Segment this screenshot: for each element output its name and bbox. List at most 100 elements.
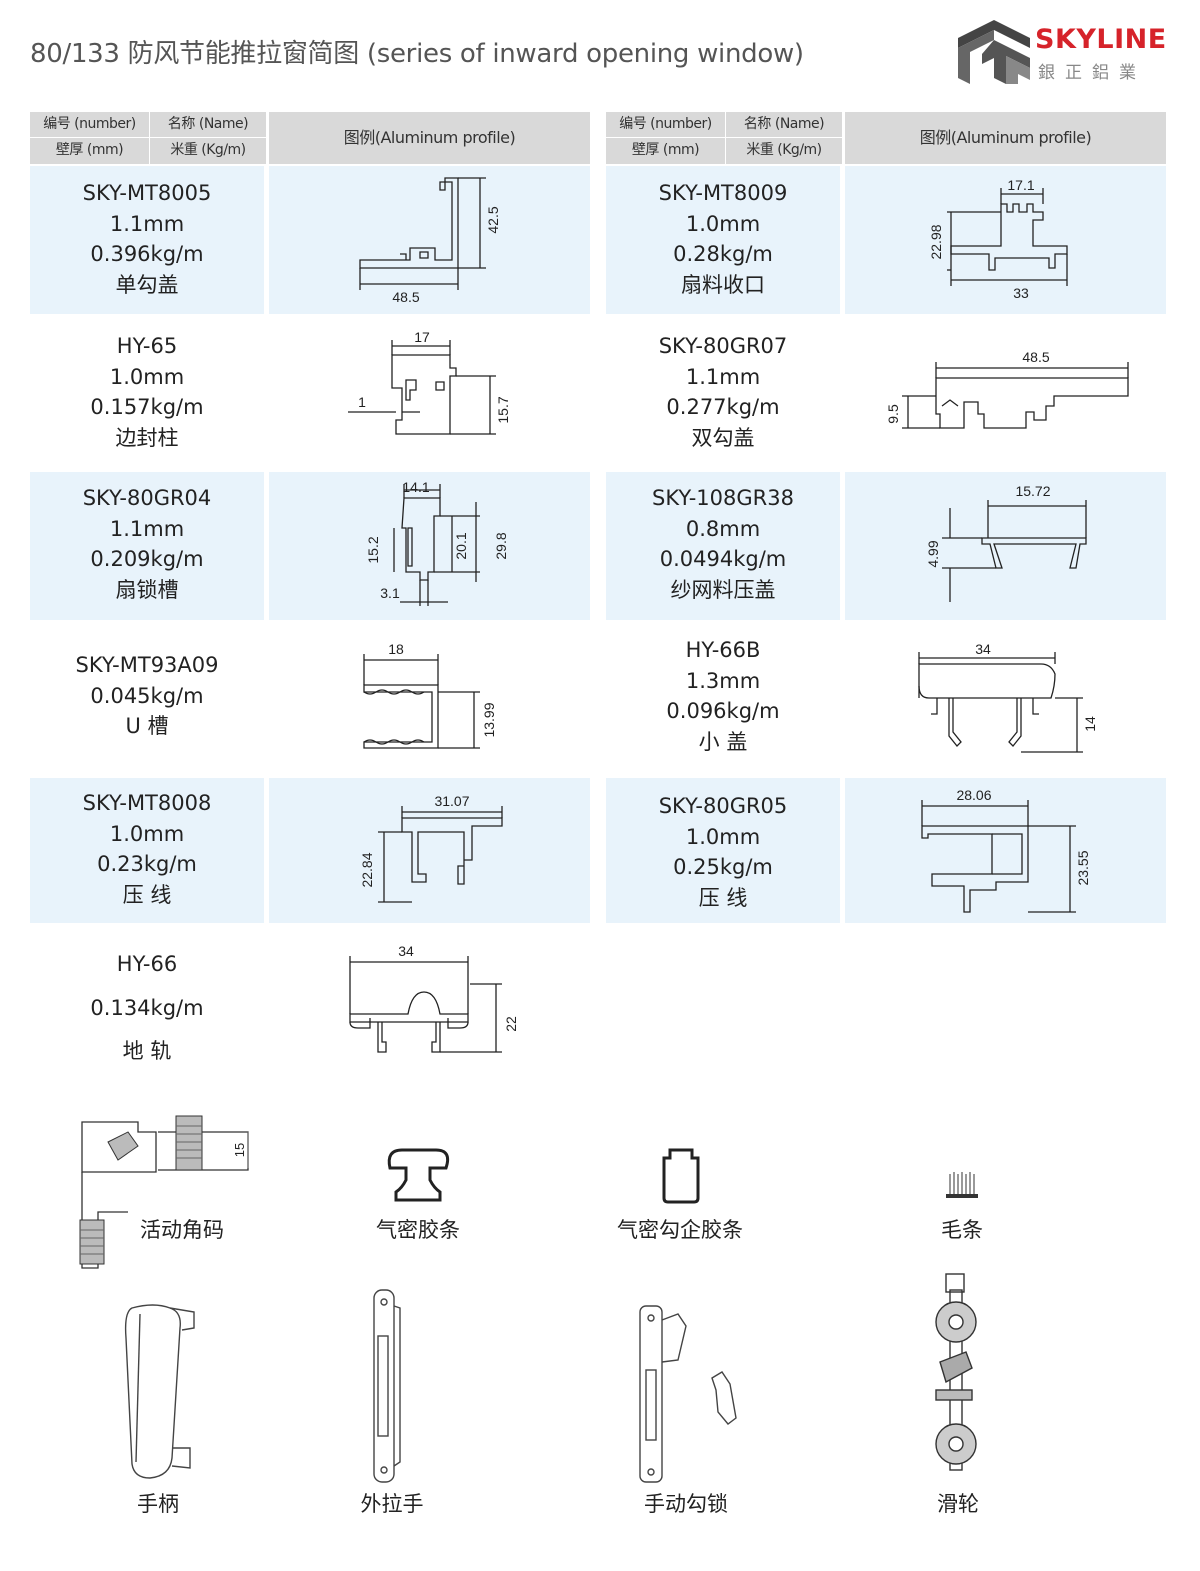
dim-label: 14.1: [402, 479, 429, 495]
dim-label: 22.84: [359, 852, 375, 887]
profile-drawing-sky-mt93a09: 18 13.99: [340, 640, 520, 758]
dim-label: 15: [232, 1143, 247, 1157]
spec-name: 纱网料压盖: [670, 577, 776, 602]
spec-weight: 0.25kg/m: [673, 855, 773, 879]
accessory-label: 气密勾企胶条: [617, 1218, 743, 1242]
brand-logo: SKYLINE 銀正鋁業: [958, 18, 1178, 88]
dim-label: 15.2: [365, 536, 381, 563]
spec-code: SKY-MT8005: [82, 181, 212, 205]
logo-subtitle: 銀正鋁業: [1038, 63, 1146, 83]
spec-weight: 0.134kg/m: [90, 995, 204, 1020]
accessory-label: 手动勾锁: [644, 1492, 728, 1516]
profile-drawing-sky-80gr05: 28.06 23.55: [910, 782, 1100, 918]
profile-drawing-sky-mt8005: 42.5 48.5: [340, 168, 520, 310]
spec-thickness: 1.3mm: [685, 668, 761, 693]
dim-label: 15.7: [495, 396, 511, 423]
dim-label: 20.1: [453, 532, 469, 559]
header-name: 名称 (Name): [150, 112, 266, 137]
spec-hy-65: HY-65 1.0mm 0.157kg/m 边封柱: [30, 331, 264, 453]
spec-hy-66: HY-66 0.134kg/m 地 轨: [30, 943, 264, 1074]
spec-thickness: 1.1mm: [109, 211, 185, 236]
spec-name: 压 线: [698, 885, 748, 910]
spec-code: SKY-80GR04: [82, 486, 212, 510]
dim-label: 17: [414, 330, 430, 345]
header-thickness: 壁厚 (mm): [606, 138, 725, 164]
dim-label: 29.8: [493, 532, 509, 559]
accessory-label: 活动角码: [140, 1218, 224, 1242]
hook-seal-strip-icon: [658, 1146, 704, 1204]
dim-label: 31.07: [434, 793, 469, 809]
spec-name: 单勾盖: [115, 272, 179, 297]
header-weight: 米重 (Kg/m): [726, 138, 842, 164]
dim-label: 18: [388, 641, 404, 657]
spec-sky-80gr07: SKY-80GR07 1.1mm 0.277kg/m 双勾盖: [606, 331, 840, 453]
row-band: [269, 472, 590, 620]
spec-thickness: 1.1mm: [109, 516, 185, 541]
page-title: 80/133 防风节能推拉窗简图 (series of inward openi…: [30, 39, 804, 69]
row-band: [606, 778, 840, 923]
spec-code: HY-66: [116, 952, 178, 976]
dim-label: 28.06: [956, 787, 991, 803]
spec-hy-66b: HY-66B 1.3mm 0.096kg/m 小 盖: [606, 635, 840, 757]
spec-sky-mt8008: SKY-MT8008 1.0mm 0.23kg/m 压 线: [30, 788, 264, 910]
profile-drawing-sky-80gr07: 48.5 9.5: [880, 340, 1140, 440]
spec-name: U 槽: [125, 714, 169, 738]
spec-name: 地 轨: [122, 1039, 172, 1063]
spec-thickness: 1.0mm: [109, 364, 185, 389]
spec-weight: 0.28kg/m: [673, 242, 773, 266]
spec-thickness: 1.0mm: [109, 821, 185, 846]
profile-drawing-sky-mt8008: 31.07 22.84: [350, 790, 530, 916]
spec-thickness: 1.0mm: [685, 824, 761, 849]
dim-label: 4.99: [925, 540, 941, 567]
spec-weight: 0.396kg/m: [90, 242, 204, 266]
spec-thickness: 0.8mm: [685, 516, 761, 541]
corner-connector-icon: 15: [68, 1112, 258, 1272]
row-band: [30, 778, 264, 923]
profile-drawing-hy-66: 34 22: [340, 940, 530, 1064]
row-band: [269, 166, 590, 314]
seal-strip-icon: [380, 1144, 456, 1206]
profile-drawing-sky-108gr38: 15.72 4.99: [920, 478, 1100, 608]
spec-sky-mt8005: SKY-MT8005 1.1mm 0.396kg/m 单勾盖: [30, 178, 264, 300]
spec-code: SKY-80GR05: [658, 794, 788, 818]
table-header-left: 编号 (number) 名称 (Name) 壁厚 (mm) 米重 (Kg/m) …: [30, 112, 590, 164]
spec-name: 边封柱: [115, 425, 179, 450]
header-profile: 图例(Aluminum profile): [845, 112, 1166, 164]
spec-name: 小 盖: [698, 729, 748, 754]
header-profile: 图例(Aluminum profile): [269, 112, 590, 164]
dim-label: 3.1: [380, 585, 400, 601]
dim-label: 33: [1013, 285, 1029, 301]
row-band: [845, 472, 1166, 620]
spec-code: HY-66B: [685, 638, 761, 662]
brush-strip-icon: [944, 1170, 980, 1200]
pull-handle-icon: [368, 1286, 408, 1486]
dim-label: 22: [503, 1016, 519, 1032]
spec-sky-80gr05: SKY-80GR05 1.0mm 0.25kg/m 压 线: [606, 791, 840, 913]
accessory-label: 毛条: [941, 1218, 983, 1242]
spec-code: HY-65: [116, 334, 178, 358]
accessory-label: 气密胶条: [376, 1218, 460, 1242]
spec-weight: 0.157kg/m: [90, 395, 204, 419]
row-band: [30, 472, 264, 620]
accessory-label: 外拉手: [360, 1492, 424, 1516]
table-header-right: 编号 (number) 名称 (Name) 壁厚 (mm) 米重 (Kg/m) …: [606, 112, 1166, 164]
spec-code: SKY-MT93A09: [75, 653, 219, 677]
dim-label: 48.5: [1022, 349, 1049, 365]
spec-code: SKY-MT8009: [658, 181, 788, 205]
spec-weight: 0.209kg/m: [90, 547, 204, 571]
spec-code: SKY-108GR38: [652, 486, 794, 510]
spec-sky-80gr04: SKY-80GR04 1.1mm 0.209kg/m 扇锁槽: [30, 483, 264, 605]
spec-name: 压 线: [122, 882, 172, 907]
hook-lock-icon: [636, 1300, 750, 1486]
row-band: [845, 778, 1166, 923]
spec-weight: 0.277kg/m: [666, 395, 780, 419]
spec-name: 双勾盖: [691, 425, 755, 450]
header-number: 编号 (number): [606, 112, 725, 137]
row-band: [269, 778, 590, 923]
dim-label: 13.99: [481, 702, 497, 737]
spec-sky-108gr38: SKY-108GR38 0.8mm 0.0494kg/m 纱网料压盖: [606, 483, 840, 605]
spec-weight: 0.096kg/m: [666, 699, 780, 723]
header-number: 编号 (number): [30, 112, 149, 137]
row-band: [30, 166, 264, 314]
spec-weight: 0.045kg/m: [90, 683, 204, 708]
